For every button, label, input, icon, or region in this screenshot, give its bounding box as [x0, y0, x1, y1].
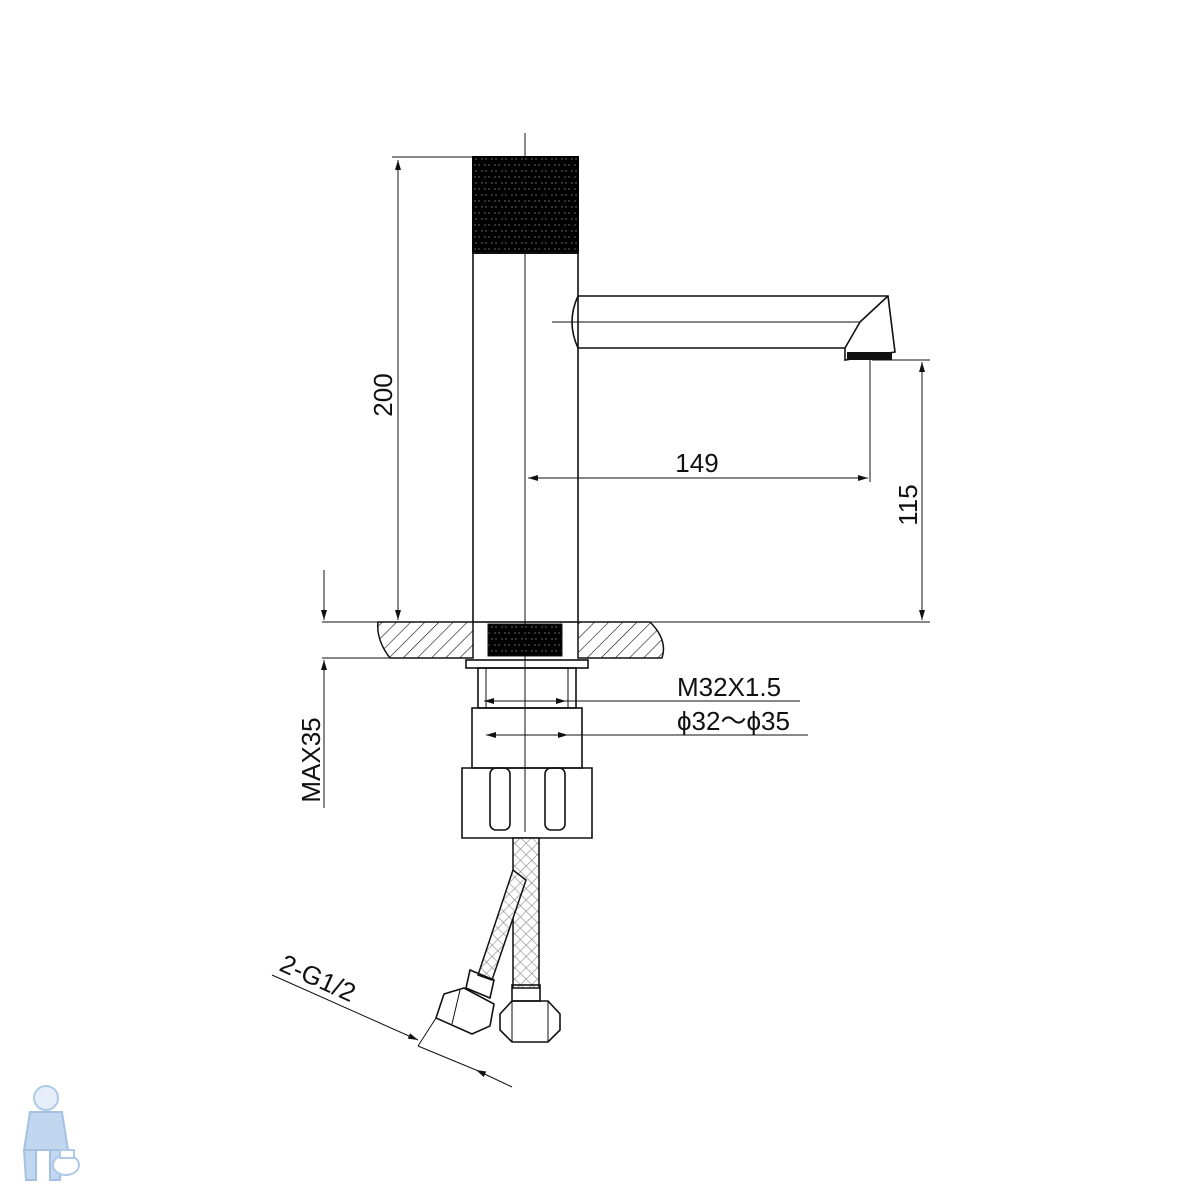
dim-149-label: 149 — [675, 448, 718, 478]
thread-section — [487, 623, 563, 657]
spout — [578, 295, 896, 361]
hose-nut-2 — [435, 987, 495, 1035]
deck-right — [577, 621, 665, 659]
nut-slot-2 — [544, 767, 566, 831]
dim-line-hose-b — [475, 1069, 513, 1088]
washer — [465, 659, 589, 669]
nut-flange — [461, 767, 593, 839]
nut-slot-1 — [489, 767, 511, 831]
spout-bend-lower — [844, 321, 861, 349]
deck-left — [377, 621, 474, 659]
dim-line-hose-a — [271, 974, 419, 1041]
dim-max35-label: MAX35 — [296, 717, 326, 802]
plumber-mascot-logo — [22, 1085, 80, 1181]
dim-thread-label: M32X1.5 — [677, 672, 781, 702]
aerator — [847, 352, 892, 360]
dim-115-label: 115 — [893, 484, 923, 525]
handle-knurled-cap — [472, 156, 579, 254]
hose-nut-1 — [499, 1000, 561, 1043]
hose-ferrule-2 — [465, 968, 495, 1000]
dim-200-label: 200 — [368, 373, 398, 416]
spout-bend — [859, 295, 889, 323]
thread-sleeve — [477, 667, 577, 709]
dim-hose-label: 2-G1/2 — [276, 948, 361, 1008]
dim-hole-label: ϕ32～ϕ35 — [677, 706, 790, 736]
mounting-nut — [471, 707, 583, 769]
hose-straight — [512, 837, 540, 989]
